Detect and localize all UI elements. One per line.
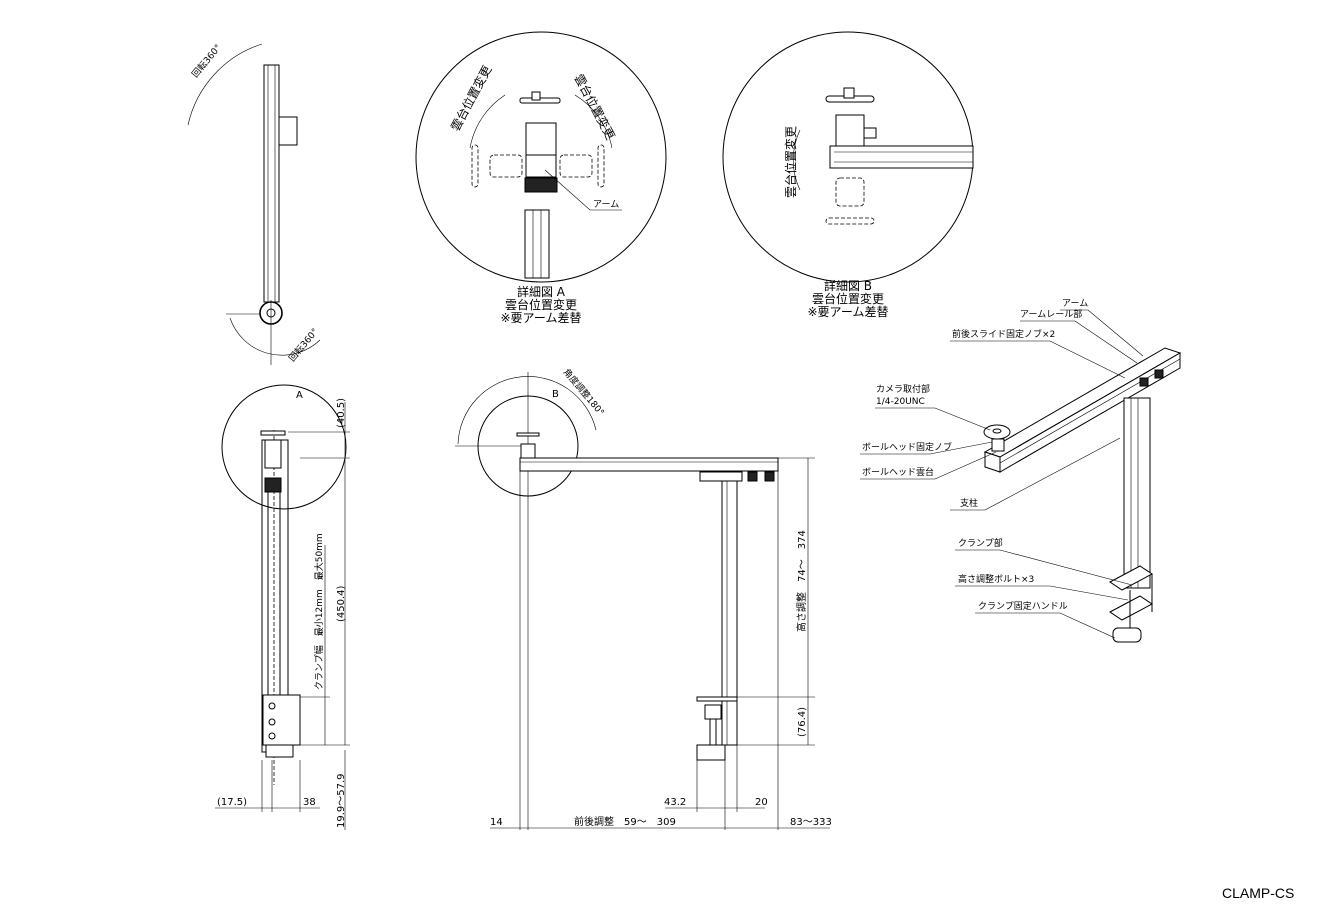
angle-label: 角度調整180° bbox=[561, 366, 607, 418]
label-ballhead: ボールヘッド雲台 bbox=[862, 466, 934, 478]
clamp-handle-iso bbox=[1112, 627, 1142, 643]
column-side bbox=[721, 480, 738, 746]
top-view: 回転360° 回転360° bbox=[187, 42, 321, 365]
dim-total-height: (450.4) bbox=[336, 585, 347, 622]
angle-arrow bbox=[457, 376, 597, 445]
arm-top bbox=[263, 64, 280, 303]
label-arm-rail: アームレール部 bbox=[1020, 308, 1082, 320]
dim-offset: (17.5) bbox=[217, 797, 247, 808]
detail-a-caption-1: 詳細図 A bbox=[517, 284, 566, 299]
slide-adjust: 前後調整 59～ 309 bbox=[574, 815, 676, 828]
label-height-bolt: 高さ調整ボルト×3 bbox=[958, 573, 1034, 585]
label-ballhead-knob: ボールヘッド固定ノブ bbox=[862, 441, 952, 453]
arm-side bbox=[519, 457, 779, 472]
label-arm: アーム bbox=[1062, 298, 1088, 309]
label-column: 支柱 bbox=[960, 497, 978, 509]
detail-b-caption-1: 詳細図 B bbox=[824, 278, 872, 293]
dim-rear: 83～333 bbox=[790, 817, 832, 828]
detail-a-direction-left: 雲台位置変更 bbox=[447, 63, 494, 134]
label-clamp: クランプ部 bbox=[958, 537, 1003, 549]
dim-clamp-height: (76.4) bbox=[797, 707, 808, 737]
detail-a-caption-2: 雲台位置変更 bbox=[505, 297, 577, 312]
column-iso bbox=[1123, 397, 1151, 589]
detail-b-caption-2: 雲台位置変更 bbox=[812, 291, 884, 306]
detail-a-marker-circle bbox=[221, 384, 347, 510]
label-clamp-handle: クランプ固定ハンドル bbox=[978, 600, 1068, 612]
dim-column: 20 bbox=[755, 797, 768, 808]
detail-a-direction-right: 雲台位置変更 bbox=[571, 71, 618, 142]
label-camera-mount: カメラ取付部 bbox=[876, 383, 930, 395]
arm-leader bbox=[544, 169, 622, 211]
arm-iso bbox=[983, 347, 1182, 458]
label-camera-thread: 1/4-20UNC bbox=[876, 397, 925, 407]
front-view: A (40.5) (450.4) クランプ幅 最小12mm 最大50mm (17… bbox=[215, 384, 350, 830]
detail-b-marker: B bbox=[552, 389, 559, 400]
drawing-number: CLAMP-CS bbox=[1222, 885, 1294, 901]
side-view: B 角度調整180° 高さ調整 74～ 374 (76.4) 43.2 20 1… bbox=[455, 366, 832, 830]
dim-width: 38 bbox=[303, 797, 316, 808]
rotate-label-top: 回転360° bbox=[190, 42, 224, 79]
dim-clamp-range: 19.9～57.9 bbox=[336, 773, 347, 828]
clamp-width-note: クランプ幅 最小12mm 最大50mm bbox=[313, 533, 325, 690]
rotation-arrow-bottom bbox=[229, 317, 321, 356]
dim-front: 14 bbox=[490, 817, 503, 828]
camera-mount-iso bbox=[983, 424, 1011, 440]
label-slide-knob: 前後スライド固定ノブ×2 bbox=[952, 328, 1055, 340]
arm-label: アーム bbox=[593, 199, 619, 210]
detail-b-direction: 雲台位置変更 bbox=[783, 126, 798, 198]
height-adjust: 高さ調整 74～ 374 bbox=[795, 530, 808, 632]
iso-view: アーム アームレール部 前後スライド固定ノブ×2 カメラ取付部 1/4-20UN… bbox=[860, 298, 1182, 643]
rotation-arrow-top bbox=[187, 43, 263, 126]
detail-a-marker: A bbox=[296, 390, 303, 401]
detail-b-caption-3: ※要アーム差替 bbox=[808, 305, 889, 319]
dim-top: (40.5) bbox=[336, 398, 347, 428]
clamp-block-top bbox=[278, 116, 298, 146]
clamp-front bbox=[262, 694, 301, 746]
detail-a-circle bbox=[415, 31, 667, 283]
detail-a: 雲台位置変更 雲台位置変更 アーム 詳細図 A 雲台位置変更 ※要アーム差替 bbox=[415, 31, 667, 325]
rotate-label-bottom: 回転360° bbox=[287, 326, 321, 363]
detail-a-caption-3: ※要アーム差替 bbox=[501, 311, 582, 325]
arm-rail-b bbox=[829, 145, 974, 169]
dim-clamp-depth: 43.2 bbox=[664, 797, 686, 808]
detail-b: 雲台位置変更 詳細図 B 雲台位置変更 ※要アーム差替 bbox=[722, 31, 974, 319]
